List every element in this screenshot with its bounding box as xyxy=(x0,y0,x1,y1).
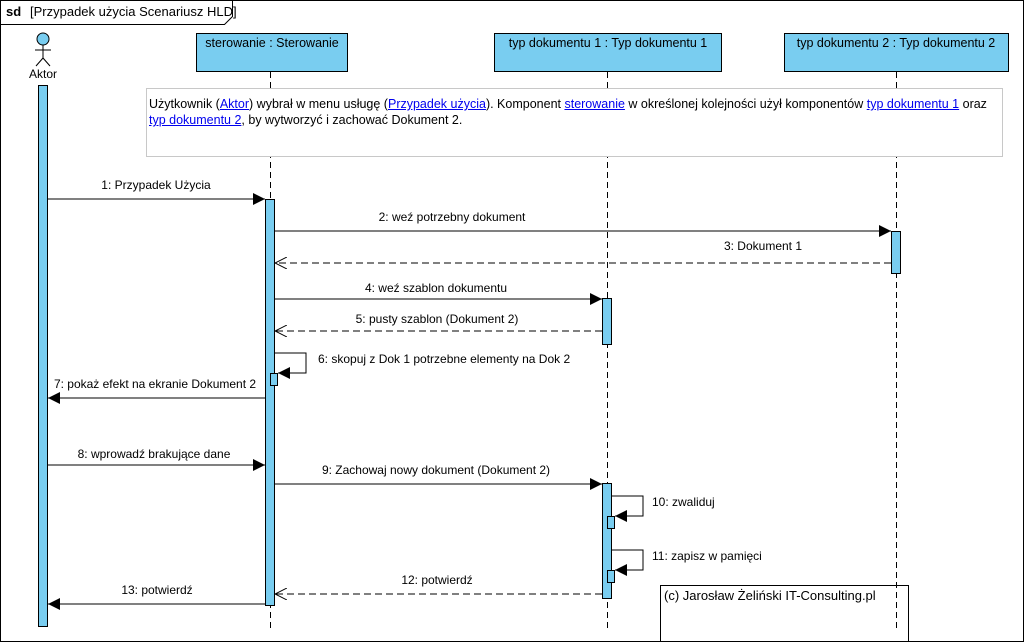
lifeline-head-sterowanie[interactable] xyxy=(196,33,348,72)
activation-typ-dokumentu-1-a xyxy=(602,298,612,345)
activation-typ-dokumentu-1-self-11 xyxy=(607,570,615,583)
message-6-label: 6: skopuj z Dok 1 potrzebne elementy na … xyxy=(318,352,570,366)
note-text: Użytkownik (Aktor) wybrał w menu usługę … xyxy=(149,96,999,128)
message-10-arrow xyxy=(612,495,644,522)
note-text-1: Użytkownik ( xyxy=(149,97,220,111)
actor-stick-figure xyxy=(35,32,51,67)
message-4-label: 4: weź szablon dokumentu xyxy=(365,281,507,295)
lifeline-label-typ-dokumentu-2: typ dokumentu 2 : Typ dokumentu 2 xyxy=(797,36,996,50)
message-6-arrow xyxy=(275,352,307,379)
lifeline-label-typ-dokumentu-1: typ dokumentu 1 : Typ dokumentu 1 xyxy=(509,36,708,50)
activation-typ-dokumentu-1-b xyxy=(602,483,612,599)
message-7-label: 7: pokaż efekt na ekranie Dokument 2 xyxy=(54,377,256,391)
message-12-label: 12: potwierdź xyxy=(401,573,472,587)
note-text-3: ). Komponent xyxy=(485,97,565,111)
note-text-2: ) wybrał w menu usługę ( xyxy=(249,97,388,111)
note-link-sterowanie[interactable]: sterowanie xyxy=(564,97,625,111)
message-11-label: 11: zapisz w pamięci xyxy=(652,549,762,563)
note-link-typ-dokumentu-2[interactable]: typ dokumentu 2 xyxy=(149,113,242,127)
message-5-label: 5: pusty szablon (Dokument 2) xyxy=(356,312,519,326)
activation-sterowanie xyxy=(265,199,275,606)
actor-label: Aktor xyxy=(29,67,57,81)
frame-title-tab xyxy=(0,0,233,25)
frame-keyword: sd xyxy=(6,4,21,19)
message-9-label: 9: Zachowaj nowy dokument (Dokument 2) xyxy=(322,463,550,477)
note-link-przypadek-uzycia[interactable]: Przypadek użycia xyxy=(387,97,486,111)
actor-activation-bar xyxy=(38,85,48,627)
message-13-label: 13: potwierdź xyxy=(121,583,192,597)
message-10-label: 10: zwaliduj xyxy=(652,495,715,509)
message-1-label: 1: Przypadek Użycia xyxy=(101,178,211,192)
lifeline-head-typ-dokumentu-2[interactable] xyxy=(784,33,1009,72)
note-box xyxy=(146,88,1003,157)
message-3-label: 3: Dokument 1 xyxy=(724,239,802,253)
note-text-4: w określonej kolejności użył komponentów xyxy=(624,97,867,111)
signature-text: (c) Jarosław Żeliński IT-Consulting.pl xyxy=(664,588,876,603)
note-text-6: , by wytworzyć i zachować Dokument 2. xyxy=(241,113,463,127)
lifeline-label-sterowanie: sterowanie : Sterowanie xyxy=(205,36,338,50)
note-link-aktor[interactable]: Aktor xyxy=(219,97,250,111)
activation-sterowanie-self xyxy=(270,373,278,386)
activation-typ-dokumentu-1-self-10 xyxy=(607,516,615,529)
lifeline-head-typ-dokumentu-1[interactable] xyxy=(494,33,722,72)
message-8-label: 8: wprowadź brakujące dane xyxy=(78,447,231,461)
activation-typ-dokumentu-2 xyxy=(891,231,901,274)
note-link-typ-dokumentu-1[interactable]: typ dokumentu 1 xyxy=(866,97,960,111)
frame-title: [Przypadek użycia Scenariusz HLD] xyxy=(30,4,237,19)
note-text-5: oraz xyxy=(959,97,987,111)
message-2-label: 2: weź potrzebny dokument xyxy=(379,210,526,224)
message-11-arrow xyxy=(612,549,644,576)
